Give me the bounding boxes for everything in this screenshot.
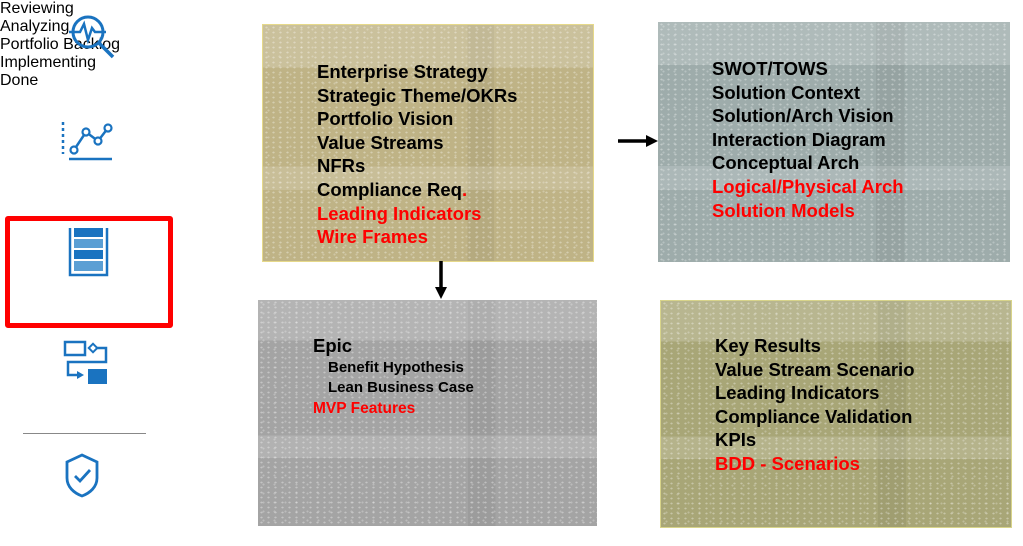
sidebar: Reviewing Analyzing Portfolio Backlog <box>0 0 1023 498</box>
list-item: Value Stream Scenario <box>715 358 915 380</box>
list-item: SWOT/TOWS <box>712 58 828 79</box>
list-item: Solution Context <box>712 81 860 103</box>
arrow-down-icon <box>435 261 447 299</box>
workflow-icon <box>63 340 108 384</box>
step-label: Analyzing <box>0 18 70 35</box>
step-analyzing[interactable]: Analyzing <box>0 18 1023 161</box>
list-item: Benefit Hypothesis <box>328 359 464 376</box>
magnifier-pulse-icon <box>69 15 115 59</box>
list-item: MVP Features <box>313 400 416 417</box>
list-item: Compliance Validation <box>715 405 913 427</box>
shield-check-icon <box>65 453 99 498</box>
step-reviewing[interactable]: Reviewing <box>0 0 1023 59</box>
results-box: Key Results Value Stream Scenario Leadin… <box>660 300 1012 528</box>
list-item: Key Results <box>715 335 821 356</box>
list-item: Leading Indicators <box>317 202 482 224</box>
divider <box>23 433 146 434</box>
arrow-right-icon <box>618 135 658 147</box>
strategy-box: Enterprise Strategy Strategic Theme/OKRs… <box>262 24 594 262</box>
list-item: NFRs <box>317 155 366 177</box>
line-chart-icon <box>61 122 113 161</box>
list-item: Solution/Arch Vision <box>712 105 894 127</box>
active-step-highlight <box>5 216 173 328</box>
list-item: Compliance Req. <box>317 178 468 200</box>
list-item: BDD - Scenarios <box>715 452 860 474</box>
list-item: Logical/Physical Arch <box>712 175 904 197</box>
list-item: Value Streams <box>317 131 444 153</box>
step-label: Done <box>0 72 39 89</box>
list-item: Epic <box>313 335 353 356</box>
list-item: Solution Models <box>712 199 855 221</box>
list-item: Conceptual Arch <box>712 152 860 174</box>
epic-box: Epic Benefit Hypothesis Lean Business Ca… <box>258 300 597 526</box>
list-item: Wire Frames <box>317 226 428 248</box>
list-item: Lean Business Case <box>328 379 474 396</box>
step-label: Implementing <box>0 54 97 71</box>
list-item: Portfolio Vision <box>317 108 454 130</box>
list-item: Leading Indicators <box>715 382 880 404</box>
step-label: Reviewing <box>0 0 74 17</box>
step-implementing[interactable]: Implementing <box>0 54 1023 384</box>
architecture-box: SWOT/TOWS Solution Context Solution/Arch… <box>658 22 1010 262</box>
list-item: Strategic Theme/OKRs <box>317 84 518 106</box>
list-item: Enterprise Strategy <box>317 61 488 82</box>
step-done[interactable]: Done <box>0 72 1023 498</box>
step-portfolio-backlog[interactable]: Portfolio Backlog <box>0 36 1023 328</box>
backlog-stack-icon <box>68 228 109 277</box>
step-label: Portfolio Backlog <box>0 36 121 53</box>
list-item: KPIs <box>715 429 757 451</box>
list-item: Interaction Diagram <box>712 128 886 150</box>
